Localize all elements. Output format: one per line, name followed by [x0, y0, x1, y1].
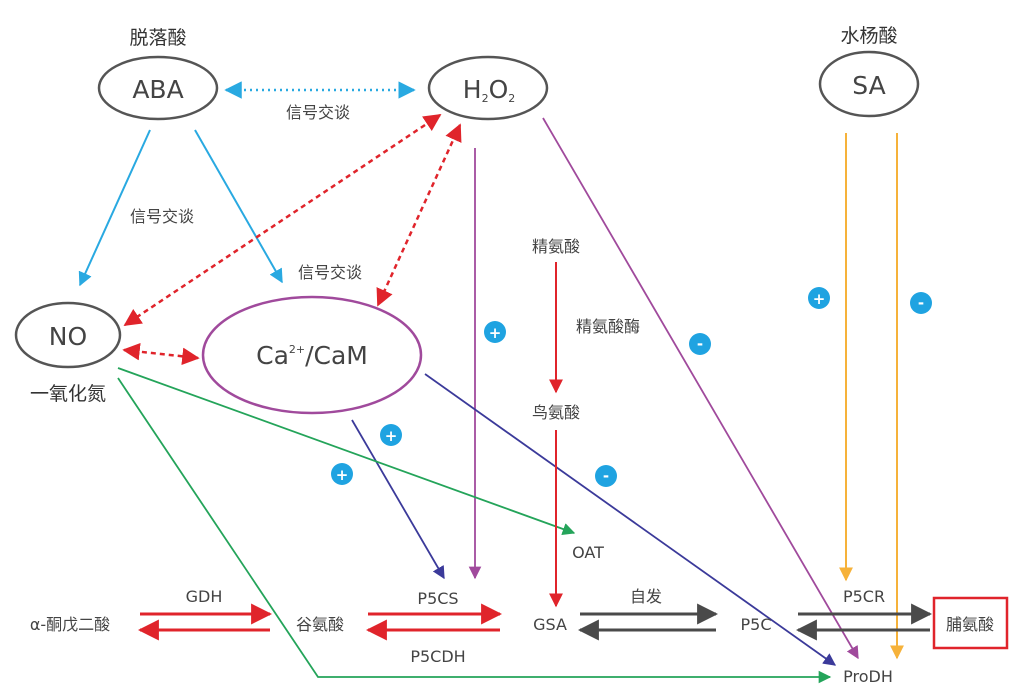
crosstalk-label-mid: 信号交谈: [298, 263, 362, 282]
edge-ca-p5cs: [351, 419, 445, 580]
sign-h2o2-prodh: -: [689, 333, 711, 355]
svg-text:-: -: [697, 335, 703, 353]
proline-box: [932, 596, 1009, 650]
h2o2-h: H: [463, 75, 482, 104]
node-ca-ellipse: [201, 295, 423, 415]
gdh-label: GDH: [186, 587, 223, 606]
node-no-ellipse: [14, 301, 122, 369]
ca-sup: 2+: [289, 343, 305, 356]
sign-sa-p5cr: +: [808, 287, 830, 309]
h2o2-sub1: 2: [482, 92, 489, 105]
sign-h2o2-p5cs: +: [484, 321, 506, 343]
node-h2o2-ellipse: [427, 55, 549, 121]
p5cr-label: P5CR: [843, 587, 885, 606]
spontaneous-label: 自发: [630, 587, 662, 606]
sign-sa-prodh: -: [910, 292, 932, 314]
arginase-label: 精氨酸酶: [576, 317, 640, 336]
arginine-label: 精氨酸: [532, 237, 580, 256]
h2o2-label: H2O2: [463, 75, 516, 105]
ca-label: Ca2+/CaM: [256, 341, 368, 370]
aba-label: ABA: [132, 75, 183, 104]
proline-label: 脯氨酸: [946, 615, 994, 634]
ornithine-label: 鸟氨酸: [532, 403, 580, 422]
svg-text:+: +: [336, 466, 349, 484]
aba-caption: 脱落酸: [129, 27, 186, 49]
no-caption: 一氧化氮: [30, 383, 106, 405]
sign-no-oat: +: [331, 463, 353, 485]
h2o2-o: O: [489, 75, 509, 104]
p5cs-label: P5CS: [417, 589, 458, 608]
svg-text:-: -: [918, 294, 924, 312]
no-label: NO: [49, 322, 87, 351]
edge-aba-ca: [194, 129, 283, 284]
svg-text:+: +: [385, 427, 398, 445]
h2o2-sub2: 2: [508, 92, 515, 105]
ca-rest: /CaM: [305, 341, 368, 370]
crosstalk-label-left: 信号交谈: [130, 207, 194, 226]
edge-no-ca: [122, 342, 200, 366]
crosstalk-label-top: 信号交谈: [286, 103, 350, 122]
sign-ca-p5cs: +: [380, 424, 402, 446]
oat-label: OAT: [572, 543, 604, 562]
node-aba-ellipse: [97, 55, 219, 121]
p5cdh-label: P5CDH: [410, 647, 465, 666]
sa-caption: 水杨酸: [840, 25, 897, 47]
edge-h2o2-ca: [376, 123, 462, 307]
ketoglutarate-label: α-酮戊二酸: [30, 615, 110, 634]
ca-ca: Ca: [256, 341, 289, 370]
edge-h2o2-prodh: [542, 117, 859, 660]
sign-ca-prodh: -: [595, 465, 617, 487]
edge-no-oat: [117, 367, 576, 536]
svg-text:+: +: [813, 290, 826, 308]
glutamate-label: 谷氨酸: [296, 615, 344, 634]
edge-ca-prodh: [424, 373, 837, 666]
sa-label: SA: [852, 71, 885, 100]
p5c-label: P5C: [741, 615, 772, 634]
prodh-label: ProDH: [843, 667, 893, 686]
svg-text:+: +: [489, 324, 502, 342]
node-sa-ellipse: [818, 50, 920, 118]
gsa-label: GSA: [533, 615, 567, 634]
edge-no-prodh: [117, 377, 832, 684]
svg-text:-: -: [603, 467, 609, 485]
